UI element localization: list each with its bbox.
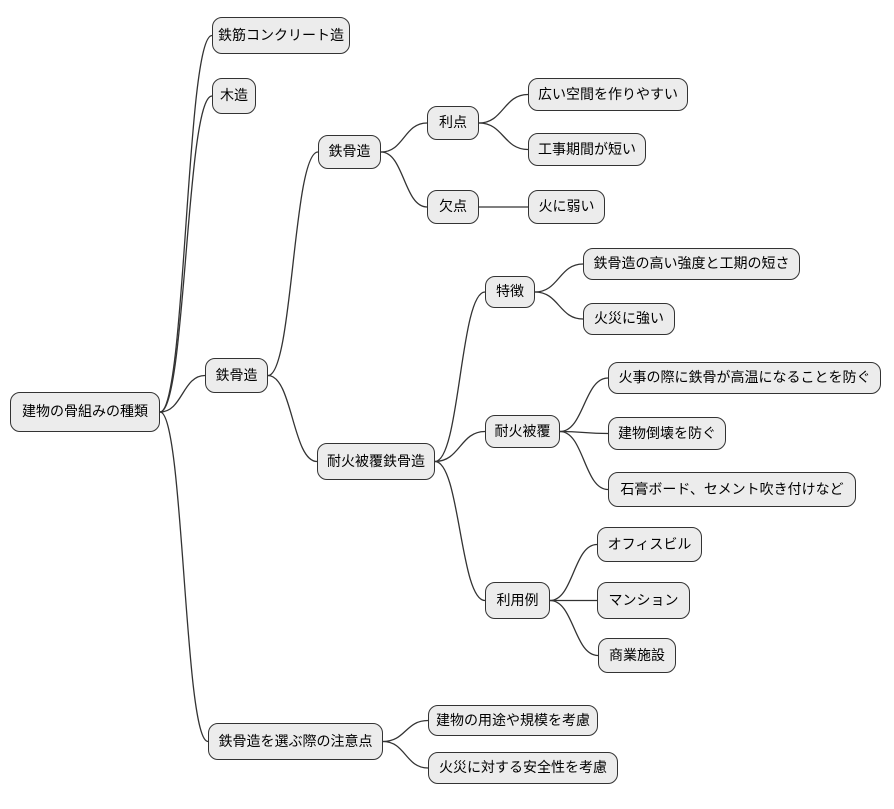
edge-use-cases-to-commercial-facility bbox=[549, 599, 599, 657]
edge-steel-to-disadvantages bbox=[380, 151, 428, 208]
mindmap-node-advantages: 利点 bbox=[427, 106, 479, 140]
mindmap-node-reinforced-concrete: 鉄筋コンクリート造 bbox=[212, 17, 350, 54]
edge-steel-to-advantages bbox=[380, 122, 428, 153]
mindmap-node-fireproof-steel-frame: 耐火被覆鉄骨造 bbox=[317, 443, 435, 480]
edge-fireproof-steel-to-features bbox=[434, 291, 486, 463]
edge-covering-to-gypsum-cement bbox=[559, 430, 609, 491]
mindmap-node-prevent-collapse: 建物倒壊を防ぐ bbox=[608, 417, 726, 450]
edge-steel-branch-to-steel-frame bbox=[267, 151, 319, 377]
mindmap-node-commercial-facility: 商業施設 bbox=[598, 638, 676, 673]
edge-covering-to-prevent-collapse bbox=[559, 430, 609, 435]
edge-advantages-to-short-construction bbox=[478, 122, 529, 151]
edge-use-cases-to-office-building bbox=[549, 543, 598, 602]
mindmap-node-weak-to-fire: 火に弱い bbox=[528, 190, 605, 224]
edge-fireproof-steel-to-fireproof-covering bbox=[434, 430, 486, 463]
mindmap-node-wood: 木造 bbox=[212, 78, 256, 114]
mindmap-node-gypsum-cement: 石膏ボード、セメント吹き付けなど bbox=[608, 472, 856, 507]
mindmap-node-short-construction: 工事期間が短い bbox=[528, 133, 646, 166]
edge-root-to-reinforced-concrete bbox=[159, 34, 213, 413]
edge-advantages-to-wide-space bbox=[478, 93, 529, 124]
edge-root-to-steel-frame-branch bbox=[159, 374, 206, 413]
edge-root-to-wood bbox=[159, 95, 213, 413]
edge-root-to-selection-notes bbox=[159, 411, 209, 743]
mindmap-node-steel-frame-branch: 鉄骨造 bbox=[205, 358, 268, 393]
edge-fireproof-steel-to-use-cases bbox=[434, 460, 486, 602]
mindmap-node-fire-safety: 火災に対する安全性を考慮 bbox=[428, 752, 618, 784]
edge-covering-to-prevent-high-temp bbox=[559, 377, 609, 433]
edge-features-to-fire-resistant bbox=[534, 291, 584, 320]
mindmap-node-wide-space: 広い空間を作りやすい bbox=[528, 78, 688, 111]
edge-features-to-strength-speed bbox=[534, 263, 584, 293]
edge-steel-branch-to-fireproof-steel bbox=[267, 374, 318, 463]
mindmap-node-steel-frame: 鉄骨造 bbox=[318, 135, 381, 169]
mindmap-node-selection-notes: 鉄骨造を選ぶ際の注意点 bbox=[208, 723, 383, 760]
mindmap-node-prevent-high-temp: 火事の際に鉄骨が高温になることを防ぐ bbox=[608, 362, 881, 394]
mindmap-node-strength-speed: 鉄骨造の高い強度と工期の短さ bbox=[583, 248, 800, 280]
mindmap-node-usage-scale: 建物の用途や規模を考慮 bbox=[428, 705, 598, 736]
edge-notes-to-fire-safety bbox=[382, 740, 429, 769]
mindmap-node-apartment: マンション bbox=[597, 582, 690, 619]
mindmap-node-office-building: オフィスビル bbox=[597, 527, 702, 562]
mindmap-node-features: 特徴 bbox=[485, 276, 535, 308]
mindmap-node-root: 建物の骨組みの種類 bbox=[10, 392, 160, 432]
mindmap-node-disadvantages: 欠点 bbox=[427, 190, 479, 224]
mindmap-node-use-cases: 利用例 bbox=[485, 582, 550, 619]
edge-notes-to-usage-scale bbox=[382, 719, 429, 743]
mindmap-node-fireproof-covering: 耐火被覆 bbox=[485, 415, 560, 448]
mindmap-node-fire-resistant: 火災に強い bbox=[583, 303, 675, 335]
